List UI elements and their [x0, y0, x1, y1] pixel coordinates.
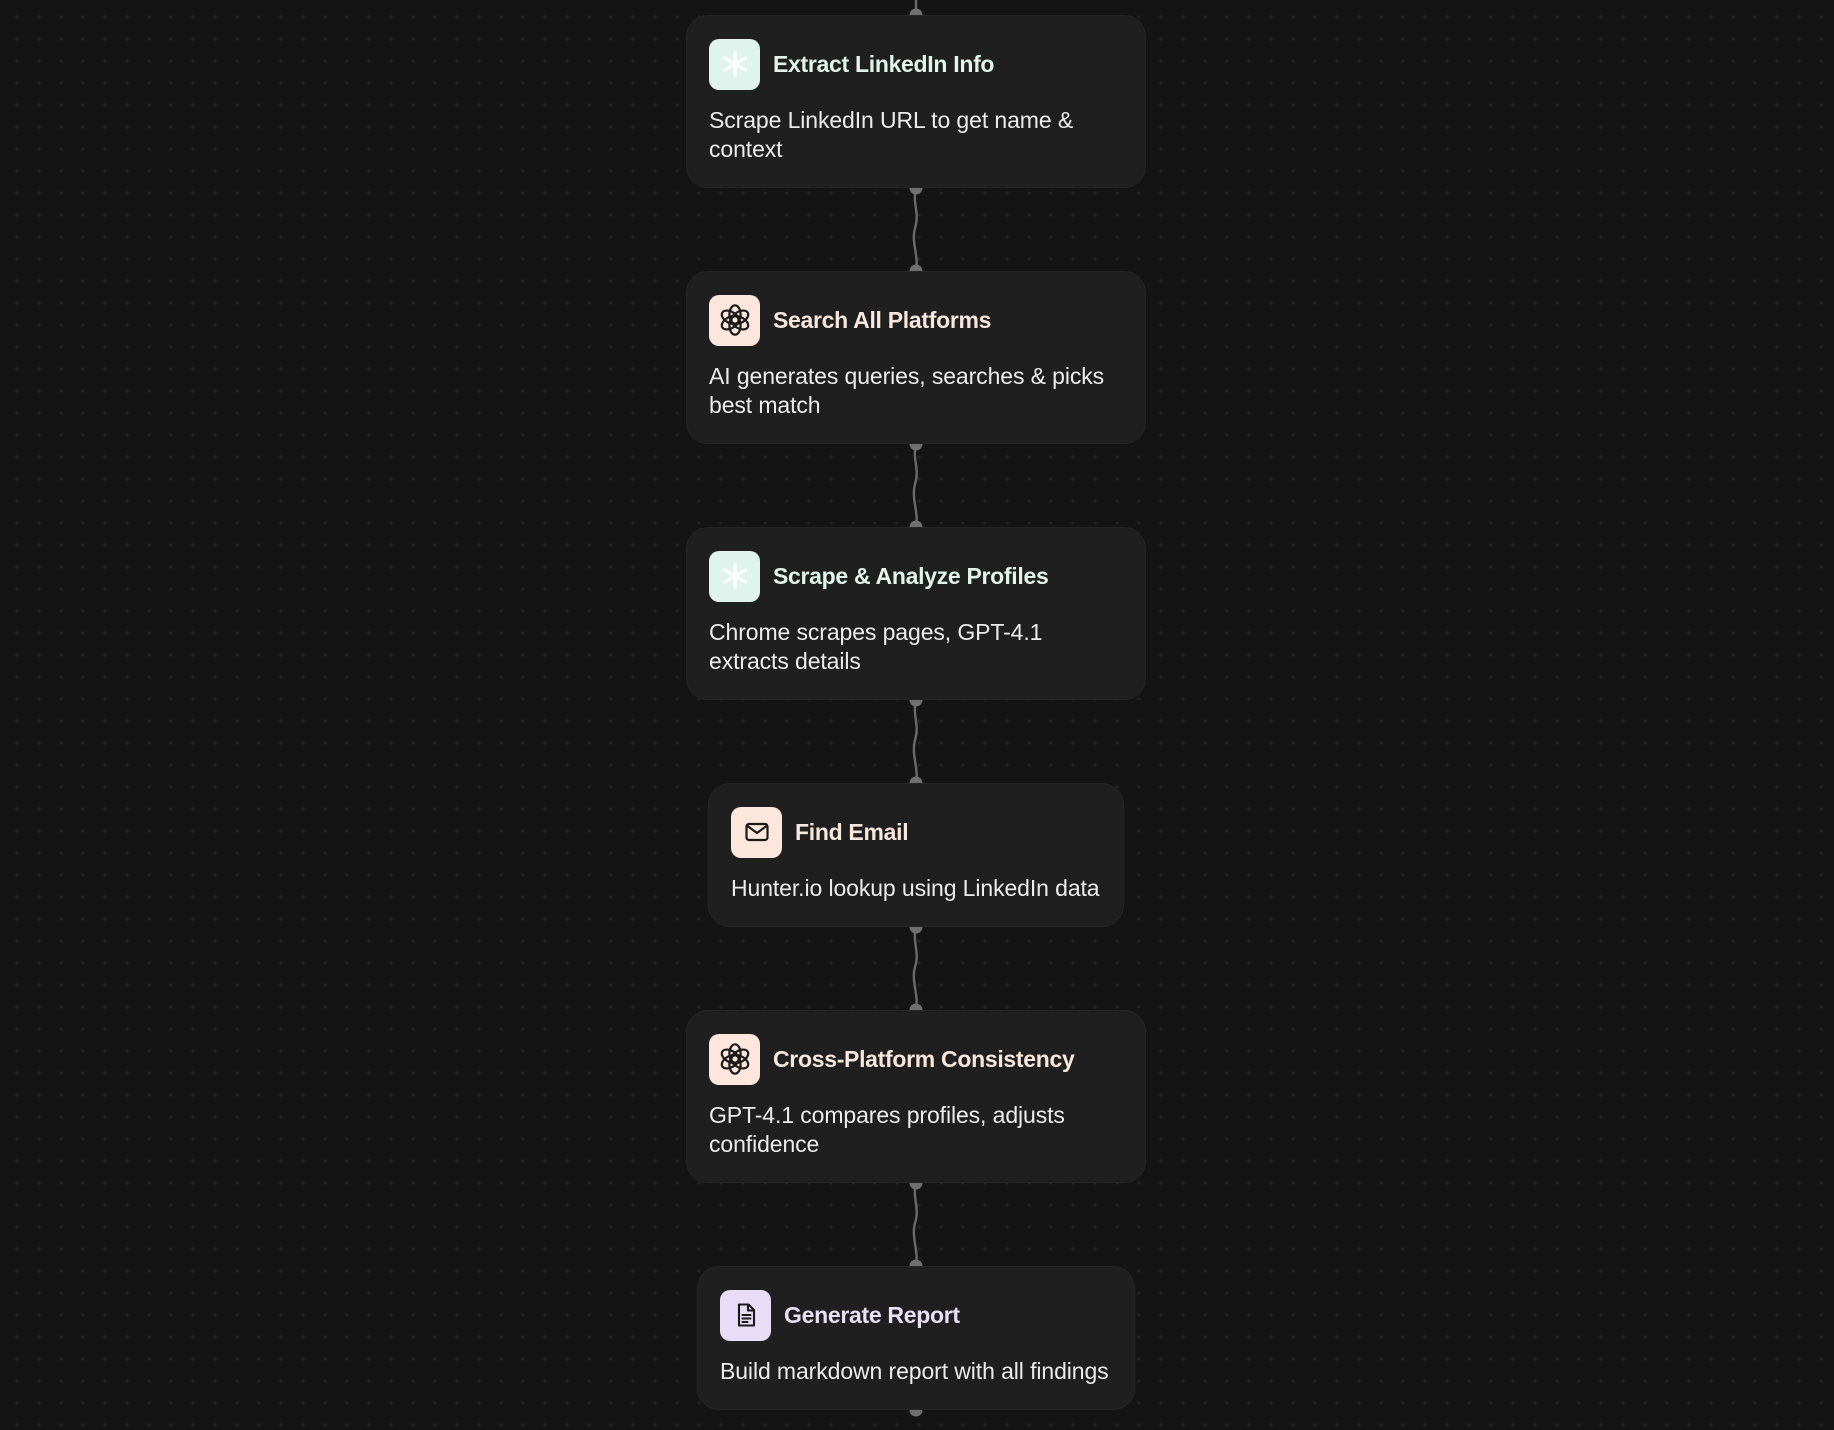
connector-3-4 [912, 698, 918, 785]
node-description: Scrape LinkedIn URL to get name & contex… [709, 107, 1074, 162]
workflow-node-generate-report[interactable]: Generate Report Build markdown report wi… [697, 1266, 1135, 1410]
document-icon [720, 1289, 771, 1341]
node-header: Scrape & Analyze Profiles [709, 550, 1123, 602]
workflow-node-search-all-platforms[interactable]: Search All Platforms AI generates querie… [686, 271, 1146, 444]
workflow-node-find-email[interactable]: Find Email Hunter.io lookup using Linked… [708, 783, 1124, 927]
node-title: Find Email [795, 818, 909, 845]
sparkle-icon [709, 38, 760, 90]
node-header: Generate Report [720, 1289, 1112, 1341]
node-description: Build markdown report with all findings [720, 1358, 1109, 1384]
workflow-node-cross-platform-consistency[interactable]: Cross-Platform Consistency GPT-4.1 compa… [686, 1010, 1146, 1183]
node-description: Chrome scrapes pages, GPT-4.1 extracts d… [709, 619, 1043, 674]
mail-icon [731, 806, 782, 858]
node-description: Hunter.io lookup using LinkedIn data [731, 875, 1100, 901]
openai-icon [709, 294, 760, 346]
connector-5-6 [912, 1181, 918, 1268]
connector-4-5 [912, 925, 918, 1012]
node-title: Cross-Platform Consistency [773, 1045, 1075, 1072]
node-description: GPT-4.1 compares profiles, adjusts confi… [709, 1102, 1065, 1157]
node-description: AI generates queries, searches & picks b… [709, 363, 1105, 418]
node-header: Extract LinkedIn Info [709, 38, 1123, 90]
sparkle-icon [709, 550, 760, 602]
workflow-node-scrape-analyze-profiles[interactable]: Scrape & Analyze Profiles Chrome scrapes… [686, 527, 1146, 700]
node-title: Scrape & Analyze Profiles [773, 562, 1049, 589]
node-header: Search All Platforms [709, 294, 1123, 346]
node-title: Generate Report [784, 1301, 960, 1328]
node-header: Cross-Platform Consistency [709, 1033, 1123, 1085]
node-header: Find Email [731, 806, 1101, 858]
openai-icon [709, 1033, 760, 1085]
node-title: Search All Platforms [773, 306, 992, 333]
connector-2-3 [912, 442, 918, 529]
node-title: Extract LinkedIn Info [773, 50, 995, 77]
connector-1-2 [912, 186, 918, 273]
workflow-node-extract-linkedin-info[interactable]: Extract LinkedIn Info Scrape LinkedIn UR… [686, 15, 1146, 188]
